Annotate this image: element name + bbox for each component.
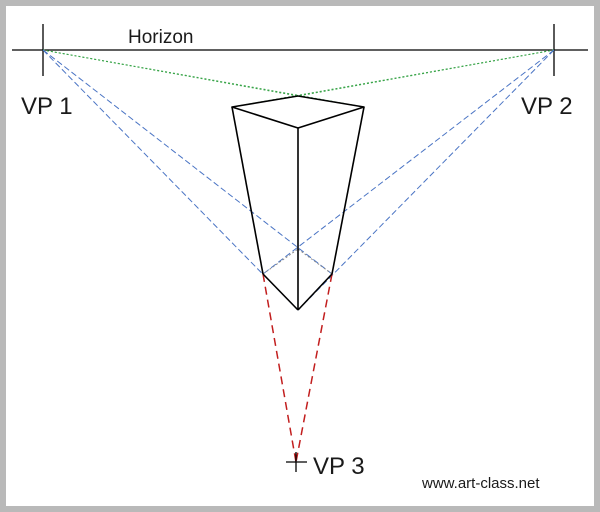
box-right-edge <box>331 106 365 275</box>
green-construction-lines <box>42 49 555 108</box>
hidden-edge-right <box>297 248 333 275</box>
red-line-left <box>262 273 297 463</box>
blue-construction-lines <box>42 49 555 311</box>
hidden-edges <box>262 248 333 275</box>
horizon-label: Horizon <box>128 27 193 48</box>
vp2-label: VP 2 <box>521 93 573 120</box>
box-bottom-left-edge <box>262 273 299 311</box>
box-bottom-right-edge <box>297 273 333 311</box>
vp3-cross <box>286 452 307 472</box>
blue-line-vp2-left <box>262 49 555 275</box>
green-line-vp2-top <box>297 49 555 97</box>
blue-line-vp1-right <box>42 49 333 275</box>
blue-line-vp1-bottom <box>42 49 299 311</box>
vp3-label: VP 3 <box>313 453 365 480</box>
red-construction-lines <box>262 273 333 463</box>
hidden-edge-left <box>262 248 299 275</box>
vp1-label: VP 1 <box>21 93 73 120</box>
box-outline <box>231 95 365 311</box>
blue-line-vp2-bottom <box>297 49 555 311</box>
box-top-face <box>231 95 365 129</box>
box-left-edge <box>231 106 264 275</box>
watermark: www.art-class.net <box>421 475 540 492</box>
red-line-right <box>295 273 333 463</box>
